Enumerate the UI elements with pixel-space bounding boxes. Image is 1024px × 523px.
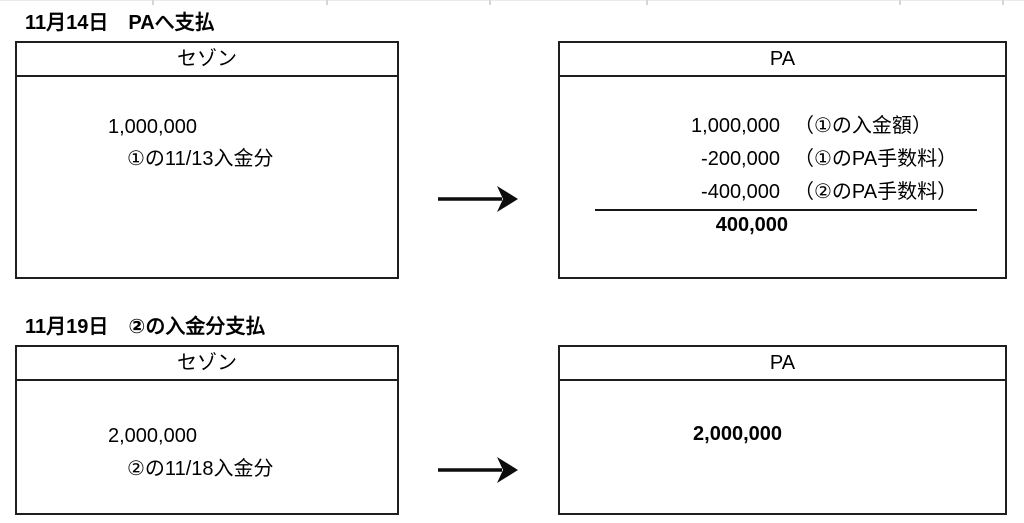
section-1-saison-box: セゾン 1,000,000 ①の11/13入金分 (15, 41, 399, 279)
ledger-row: -400,000 （②のPA手数料） (560, 181, 957, 203)
section-2-pa-box: PA 2,000,000 (558, 345, 1007, 515)
gridline-stub (899, 0, 901, 5)
gridline-stub (1002, 0, 1004, 5)
section-2-saison-box: セゾン 2,000,000 ②の11/18入金分 (15, 345, 399, 515)
section-1-title: 11月14日 PAへ支払 (25, 12, 215, 34)
section-2-saison-amount: 2,000,000 (108, 425, 197, 447)
section-2-pa-amount: 2,000,000 (693, 423, 782, 445)
ledger-note: （①の入金額） (794, 115, 932, 137)
section-1-saison-amount: 1,000,000 (108, 116, 197, 138)
total-rule (595, 209, 977, 211)
ledger-note: （①のPA手数料） (794, 148, 958, 170)
section-1-pa-box-header: PA (560, 43, 1005, 77)
gridline-top (0, 0, 1024, 1)
flow-arrow-icon (438, 186, 518, 212)
flow-arrow-icon (438, 457, 518, 483)
ledger-amount: 1,000,000 (691, 115, 780, 137)
section-2-title: 11月19日 ②の入金分支払 (25, 316, 266, 338)
section-1-pa-box: PA 1,000,000 （①の入金額） -200,000 （①のPA手数料） … (558, 41, 1007, 279)
ledger-amount: -200,000 (701, 148, 780, 170)
ledger-amount: -400,000 (701, 181, 780, 203)
section-1-saison-description: ①の11/13入金分 (127, 148, 274, 170)
gridline-stub (646, 0, 648, 5)
ledger-note: （②のPA手数料） (794, 181, 958, 203)
gridline-stub (326, 0, 328, 5)
ledger-row: -200,000 （①のPA手数料） (560, 148, 957, 170)
ledger-total: 400,000 (715, 214, 788, 236)
section-2-saison-box-header: セゾン (17, 347, 397, 381)
section-2-pa-box-header: PA (560, 347, 1005, 381)
gridline-stub (489, 0, 491, 5)
gridline-stub (152, 0, 154, 5)
section-1-saison-box-header: セゾン (17, 43, 397, 77)
section-2-saison-description: ②の11/18入金分 (127, 458, 274, 480)
ledger-row: 1,000,000 （①の入金額） (560, 115, 932, 137)
